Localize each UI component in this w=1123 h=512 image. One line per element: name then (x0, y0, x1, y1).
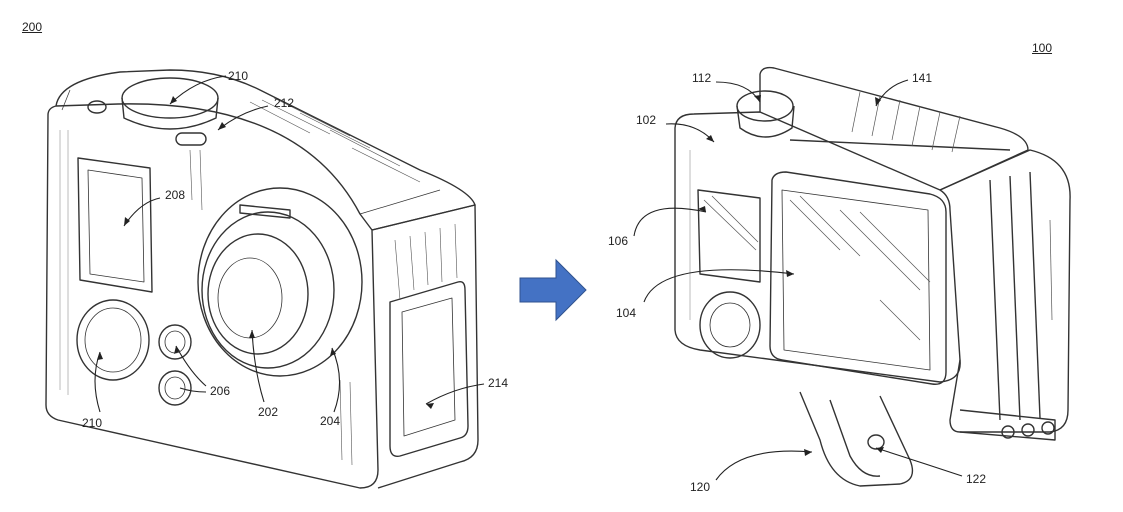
callout-120: 120 (690, 480, 711, 494)
callout-106: 106 (608, 234, 629, 248)
leader-210-bottom (94, 351, 101, 413)
figure-number-right: 100 (1032, 41, 1053, 55)
figure-number-left: 200 (22, 20, 43, 34)
callout-122: 122 (966, 472, 987, 486)
leader-214 (425, 383, 485, 405)
callout-212: 212 (274, 96, 295, 110)
callout-202: 202 (258, 405, 279, 419)
callout-102: 102 (636, 113, 657, 127)
callout-204: 204 (320, 414, 341, 428)
leader-104 (643, 269, 795, 303)
leader-206 (175, 345, 207, 387)
callout-206: 206 (210, 384, 231, 398)
callout-210-top: 210 (228, 69, 249, 83)
leader-204 (331, 347, 341, 413)
callout-112: 112 (692, 71, 712, 85)
callout-214: 214 (488, 376, 509, 390)
right-arrow-icon (519, 258, 587, 322)
leader-120 (715, 450, 813, 481)
callout-141: 141 (912, 71, 933, 85)
callout-104: 104 (616, 306, 637, 320)
callout-208: 208 (165, 188, 186, 202)
leader-106 (633, 207, 707, 237)
leader-206b (179, 387, 207, 393)
callout-210-bottom: 210 (82, 416, 103, 430)
leader-122 (875, 447, 963, 477)
leader-208 (123, 197, 161, 227)
